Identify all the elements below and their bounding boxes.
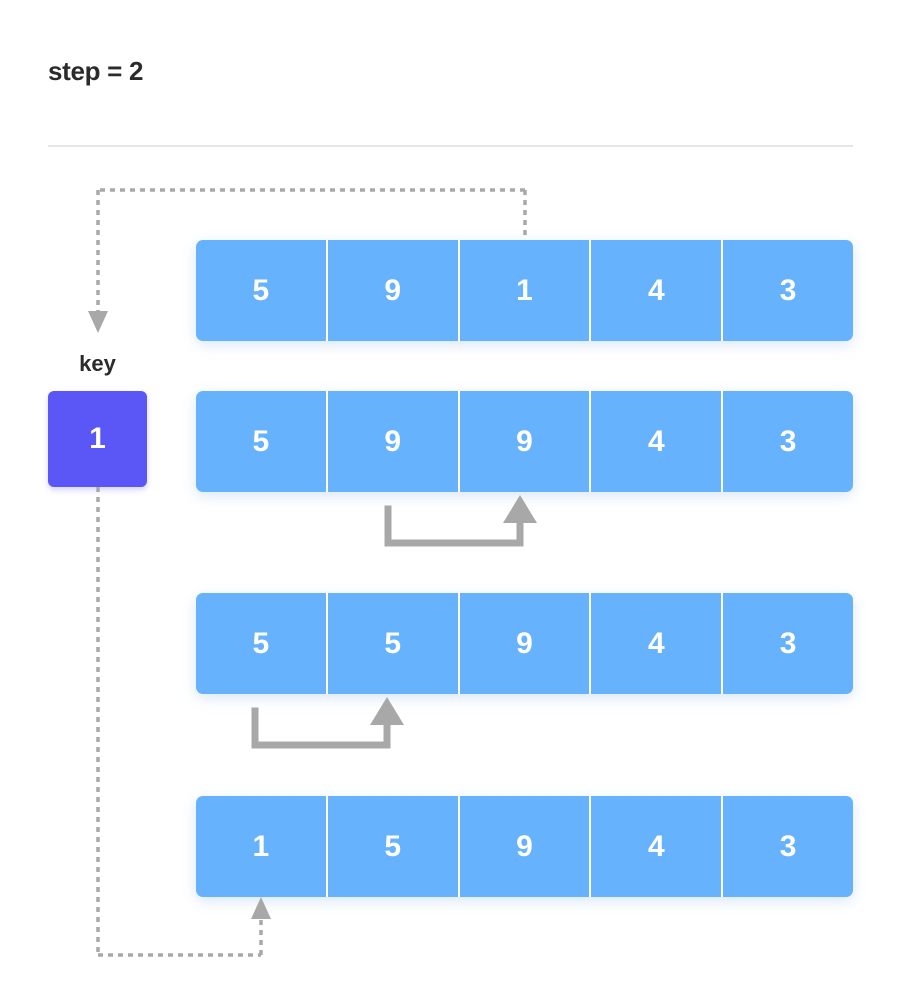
array-cell[interactable]: 3	[723, 391, 853, 492]
array-cell[interactable]: 1	[459, 240, 592, 341]
array-row-1: 5 9 1 4 3	[196, 240, 853, 341]
array-row-4: 1 5 9 4 3	[196, 796, 853, 897]
array-cell[interactable]: 5	[327, 593, 460, 694]
array-cell[interactable]: 5	[196, 240, 328, 341]
array-row-3: 5 5 9 4 3	[196, 593, 853, 694]
key-label: key	[79, 351, 116, 376]
array-cell[interactable]: 5	[196, 391, 328, 492]
shift-arrow-1-to-2	[384, 495, 537, 547]
array-cell[interactable]: 9	[327, 240, 460, 341]
array-cell[interactable]: 9	[327, 391, 460, 492]
array-cell[interactable]: 3	[723, 796, 853, 897]
array-cell[interactable]: 5	[327, 796, 460, 897]
header-divider	[48, 145, 853, 147]
array-cell[interactable]: 5	[196, 593, 328, 694]
array-cell[interactable]: 9	[459, 796, 592, 897]
array-cell[interactable]: 1	[196, 796, 328, 897]
array-row-2: 5 9 9 4 3	[196, 391, 853, 492]
array-cell[interactable]: 9	[459, 593, 592, 694]
array-cell[interactable]: 4	[591, 240, 724, 341]
key-insert-path	[96, 487, 271, 957]
array-cell[interactable]: 3	[723, 593, 853, 694]
shift-arrow-0-to-1	[251, 697, 404, 749]
array-cell[interactable]: 9	[459, 391, 592, 492]
array-cell[interactable]: 4	[591, 391, 724, 492]
array-cell[interactable]: 4	[591, 593, 724, 694]
key-value-box[interactable]: 1	[48, 391, 147, 487]
array-cell[interactable]: 4	[591, 796, 724, 897]
array-cell[interactable]: 3	[723, 240, 853, 341]
page-title: step = 2	[48, 56, 144, 86]
key-extract-path	[88, 188, 527, 333]
